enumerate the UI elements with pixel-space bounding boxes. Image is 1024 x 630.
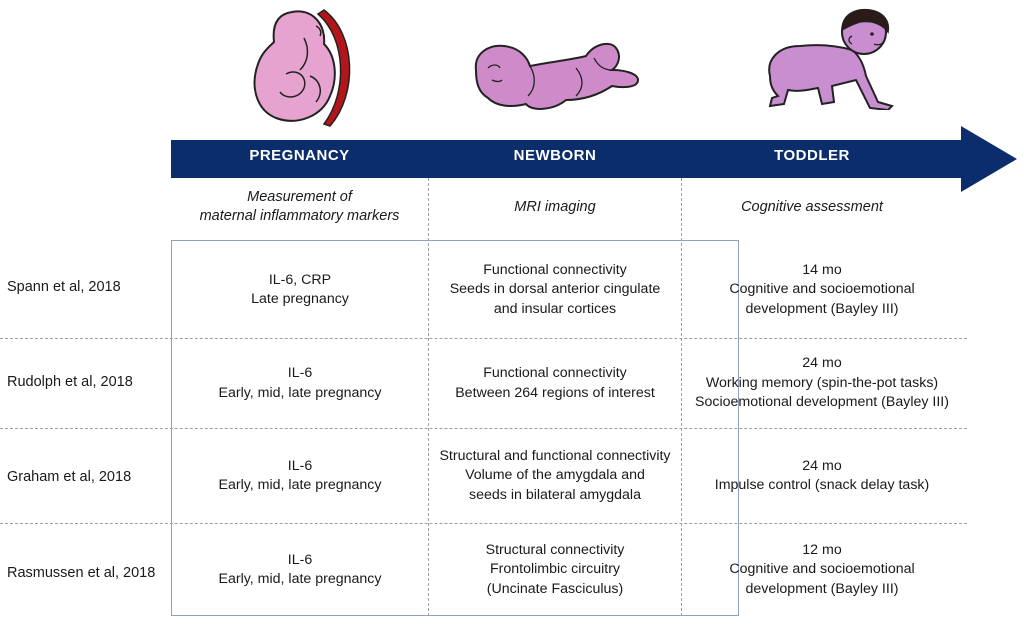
method-line: maternal inflammatory markers [199,208,400,224]
cell-line: Late pregnancy [251,291,349,307]
cell-line: Between 264 regions of interest [455,384,655,401]
row-divider [0,428,967,429]
toddler-cell: 12 mo Cognitive and socioemotional devel… [682,524,962,616]
study-name: Rudolph et al, 2018 [7,374,133,390]
cell-line: Socioemotional development (Bayley III) [695,394,949,411]
cell-line: IL-6 [287,365,313,381]
toddler-hair [841,8,890,34]
timeline-arrow [171,126,1017,192]
stage-label-newborn: NEWBORN [513,147,597,164]
cell-line: Volume of the amygdala and [465,467,645,484]
toddler-body [768,44,894,110]
study-name: Rasmussen et al, 2018 [7,565,156,581]
cell-line: IL-6 [287,457,313,474]
stage-label-pregnancy: PREGNANCY [249,147,350,164]
cell-line: development (Bayley III) [745,580,899,597]
newborn-cell: Structural and functional connectivity V… [429,429,681,523]
cell-line: 14 mo [802,261,842,278]
pregnancy-cell: IL-6 Early, mid, late pregnancy [172,524,428,616]
method-newborn: MRI imaging [430,184,680,230]
cell-line: Functional connectivity [483,365,627,381]
cell-line: Functional connectivity [483,261,627,278]
cell-line: 12 mo [802,541,842,558]
cell-line: Working memory (spin-the-pot tasks) [705,374,939,391]
toddler-illustration [768,8,894,110]
toddler-cell: 24 mo Impulse control (snack delay task) [682,429,962,523]
newborn-cell: Structural connectivity Frontolimbic cir… [429,524,681,616]
study-name: Spann et al, 2018 [7,279,121,295]
method-line: Cognitive assessment [741,198,883,215]
pregnancy-cell: IL-6, CRP Late pregnancy [172,242,428,338]
cell-line: Cognitive and socioemotional [729,561,915,578]
cell-line: Frontolimbic circuitry [489,561,621,578]
placenta-shape [316,9,351,127]
method-toddler: Cognitive assessment [684,184,940,230]
cell-line: Seeds in dorsal anterior cingulate [449,281,661,298]
cell-line: and insular cortices [493,300,617,317]
row-divider [0,338,967,339]
cell-line: 24 mo [802,355,842,372]
row-divider [0,523,967,524]
method-line: Measurement of [247,189,352,205]
newborn-cell: Functional connectivity Seeds in dorsal … [429,242,681,338]
cell-line: IL-6, CRP [268,271,332,288]
method-pregnancy: Measurement of maternal inflammatory mar… [172,184,427,230]
cell-line: Impulse control (snack delay task) [714,477,930,493]
cell-line: Structural connectivity [485,541,625,558]
cell-line: Early, mid, late pregnancy [218,571,382,587]
newborn-body [474,42,640,110]
stage-label-toddler: TODDLER [774,147,850,164]
cell-line: Structural and functional connectivity [439,447,671,464]
toddler-cell: 14 mo Cognitive and socioemotional devel… [682,242,962,338]
cell-line: Early, mid, late pregnancy [218,384,382,401]
method-line: MRI imaging [514,198,596,215]
cell-line: IL-6 [287,551,313,568]
fetus-illustration [253,9,351,127]
toddler-cell: 24 mo Working memory (spin-the-pot tasks… [682,339,962,428]
cell-line: development (Bayley III) [745,300,899,317]
pregnancy-cell: IL-6 Early, mid, late pregnancy [172,339,428,428]
cell-line: Cognitive and socioemotional [729,281,915,298]
newborn-cell: Functional connectivity Between 264 regi… [429,339,681,428]
column-divider [681,178,682,616]
cell-line: seeds in bilateral amygdala [469,486,641,503]
cell-line: Early, mid, late pregnancy [218,477,382,493]
pregnancy-cell: IL-6 Early, mid, late pregnancy [172,429,428,523]
study-name: Graham et al, 2018 [7,469,132,485]
newborn-illustration [474,42,640,110]
fetus-body [253,10,336,122]
column-divider [428,178,429,616]
cell-line: 24 mo [802,457,842,474]
cell-line: (Uncinate Fasciculus) [486,580,624,597]
